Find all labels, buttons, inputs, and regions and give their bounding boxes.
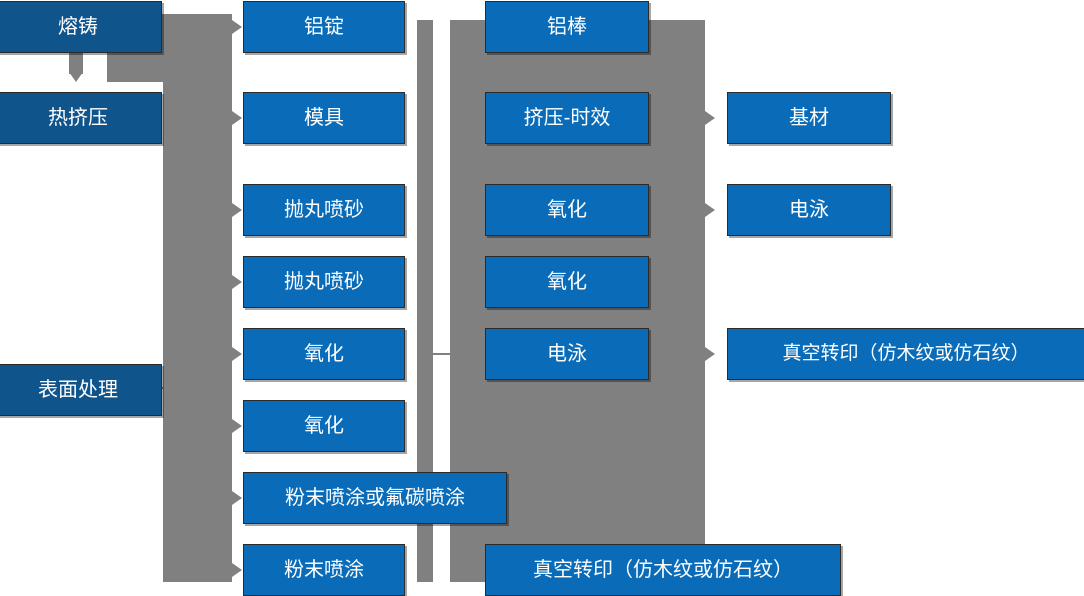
process-node-shot-blasting-2[interactable]: 抛丸喷砂	[243, 256, 405, 308]
treatment-node-oxidation-2[interactable]: 氧化	[485, 256, 649, 308]
left-arrow-4	[232, 275, 242, 289]
output-node-electrophoresis[interactable]: 电泳	[727, 184, 891, 236]
process-node-aluminium-ingot[interactable]: 铝锭	[243, 1, 405, 53]
left-arrow-6	[232, 419, 242, 433]
mid-tick-5	[431, 353, 453, 355]
mid-connector-narrow-bar	[417, 20, 433, 582]
left-arrow-8	[232, 563, 242, 577]
treatment-node-extrusion-aging[interactable]: 挤压-时效	[485, 92, 649, 144]
right-arrow-1	[705, 111, 715, 125]
left-arrow-1	[232, 20, 242, 34]
right-arrow-3	[705, 347, 715, 361]
stage-node-hot-extrusion[interactable]: 热挤压	[0, 92, 162, 144]
stage-node-surface-treatment[interactable]: 表面处理	[0, 364, 162, 416]
surface-treatment-tick	[160, 387, 180, 389]
treatment-node-aluminium-bar[interactable]: 铝棒	[485, 1, 649, 53]
process-node-powder-or-fluorocarbon-coating[interactable]: 粉末喷涂或氟碳喷涂	[243, 472, 507, 524]
right-arrow-2	[705, 203, 715, 217]
process-node-powder-coating[interactable]: 粉末喷涂	[243, 544, 405, 596]
treatment-node-oxidation-1[interactable]: 氧化	[485, 184, 649, 236]
left-arrow-5	[232, 347, 242, 361]
left-connector-down-arrow	[69, 72, 83, 82]
output-node-substrate[interactable]: 基材	[727, 92, 891, 144]
process-node-oxidation-1[interactable]: 氧化	[243, 328, 405, 380]
process-node-oxidation-2[interactable]: 氧化	[243, 400, 405, 452]
process-node-shot-blasting-1[interactable]: 抛丸喷砂	[243, 184, 405, 236]
stage-node-melt-casting[interactable]: 熔铸	[0, 1, 162, 53]
left-connector-band-main	[163, 14, 232, 582]
process-node-mold[interactable]: 模具	[243, 92, 405, 144]
mid-white-gap-lower	[433, 360, 450, 582]
left-arrow-2	[232, 111, 242, 125]
treatment-node-vacuum-transfer-print[interactable]: 真空转印（仿木纹或仿石纹）	[485, 544, 841, 596]
mid-white-gap	[433, 20, 450, 350]
treatment-node-electrophoresis[interactable]: 电泳	[485, 328, 649, 380]
output-node-vacuum-transfer-print[interactable]: 真空转印（仿木纹或仿石纹）	[727, 328, 1084, 380]
left-arrow-7	[232, 491, 242, 505]
left-arrow-3	[232, 203, 242, 217]
